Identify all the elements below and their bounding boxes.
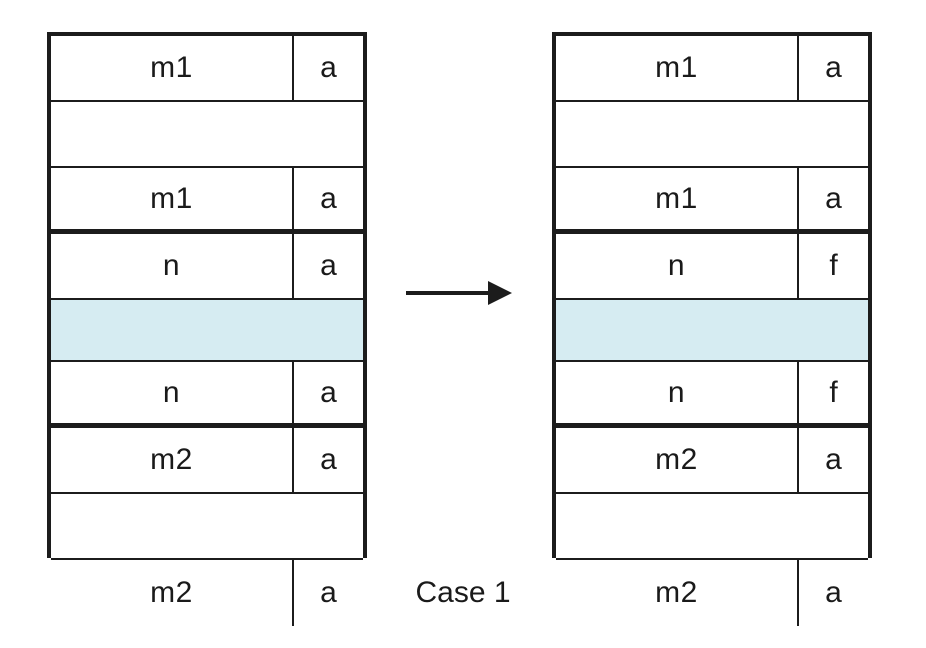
table-row: m2 a bbox=[51, 428, 363, 494]
row-tag-cell: a bbox=[320, 181, 337, 215]
row-name-cell: m2 bbox=[51, 428, 294, 492]
row-name-cell: m1 bbox=[556, 36, 799, 100]
row-tag-cell: a bbox=[825, 443, 842, 476]
row-tag-cell: a bbox=[825, 181, 842, 215]
row-tag-cell: a bbox=[320, 375, 337, 409]
row-name-cell bbox=[556, 494, 868, 558]
row-tag-cell: a bbox=[320, 249, 337, 282]
row-tag-cell: a bbox=[825, 576, 842, 609]
table-row: m1 a bbox=[51, 168, 363, 234]
table-row: m1 a bbox=[51, 36, 363, 102]
row-tag-cell: a bbox=[825, 51, 842, 84]
table-row: m1 a bbox=[556, 36, 868, 102]
table-row bbox=[556, 102, 868, 168]
row-tag-cell: a bbox=[320, 51, 337, 84]
table-row: m2 a bbox=[556, 560, 868, 626]
row-name-cell bbox=[556, 102, 868, 166]
table-row bbox=[51, 494, 363, 560]
table-row bbox=[51, 102, 363, 168]
row-tag-cell: a bbox=[320, 443, 337, 476]
table-row bbox=[51, 300, 363, 362]
row-name-cell: m1 bbox=[51, 36, 294, 100]
table-row: m2 a bbox=[51, 560, 363, 626]
row-name-cell: n bbox=[51, 234, 294, 298]
row-name-cell: m1 bbox=[51, 168, 294, 229]
row-name-cell: n bbox=[556, 234, 799, 298]
row-name-cell: m1 bbox=[556, 168, 799, 229]
row-tag-cell: a bbox=[320, 576, 337, 609]
row-name-cell: m2 bbox=[556, 428, 799, 492]
row-tag-cell: f bbox=[829, 249, 838, 282]
row-name-cell: n bbox=[556, 362, 799, 423]
row-name-cell bbox=[51, 494, 363, 558]
row-name-cell: n bbox=[51, 362, 294, 423]
row-name-cell: m2 bbox=[556, 560, 799, 626]
row-name-cell: m2 bbox=[51, 560, 294, 626]
row-name-cell bbox=[51, 102, 363, 166]
row-name-cell bbox=[556, 300, 868, 360]
table-row: m2 a bbox=[556, 428, 868, 494]
table-row: m1 a bbox=[556, 168, 868, 234]
row-name-cell bbox=[51, 300, 363, 360]
right-arrow-icon bbox=[406, 281, 512, 305]
figure-caption: Case 1 bbox=[415, 576, 511, 609]
row-tag-cell: f bbox=[829, 375, 838, 409]
table-row bbox=[556, 494, 868, 560]
table-row bbox=[556, 300, 868, 362]
